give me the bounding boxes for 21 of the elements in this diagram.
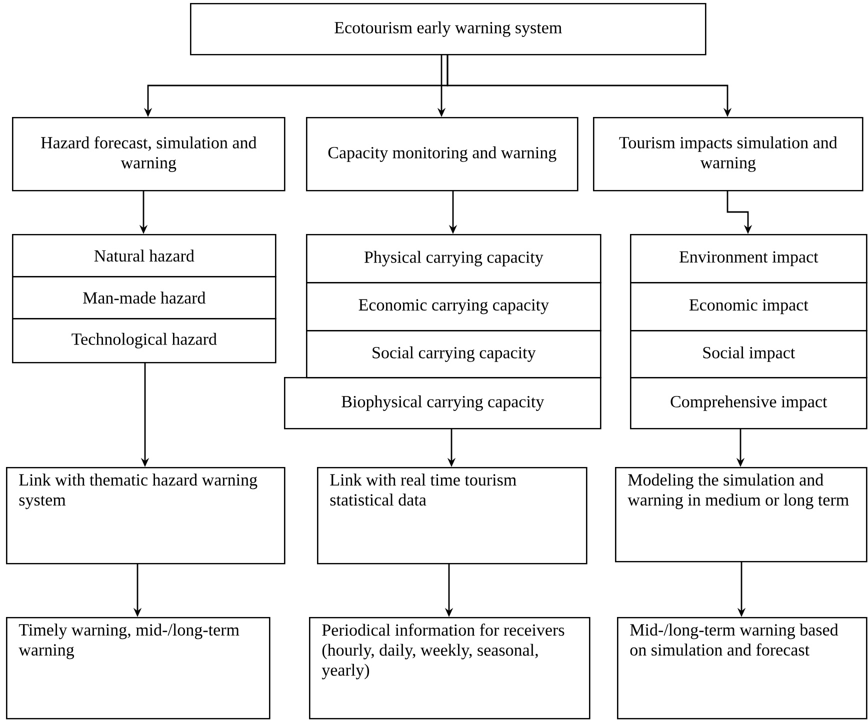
text-box: Man-made hazard [12,276,276,320]
text-box: Natural hazard [12,234,276,278]
text-box: Technological hazard [12,318,276,364]
text-box: Economic impact [630,282,868,332]
text-box: Economic carrying capacity [306,282,602,332]
text-box: Ecotourism early warning system [190,3,706,56]
text-box: Hazard forecast, simulation and warning [12,117,286,192]
text-box: Social carrying capacity [306,330,602,378]
text-box: Environment impact [630,234,868,284]
text-box: Link with thematic hazard warning system [6,467,286,564]
text-box: Comprehensive impact [630,377,868,430]
text-box: Link with real time tourism statistical data [317,467,588,564]
text-box: Periodical information for receivers (hourly, daily, weekly, seasonal, yearly) [309,617,590,720]
text-box: Capacity monitoring and warning [306,117,578,192]
text-box: Modeling the simulation and warning in medium or long term [615,467,868,562]
text-box: Timely warning, mid-/long-term warning [6,617,270,720]
text-box: Biophysical carrying capacity [284,377,602,430]
text-box: Physical carrying capacity [306,234,602,284]
text-box: Mid-/long-term warning based on simulation and forecast [617,617,868,720]
text-box: Tourism impacts simulation and warning [593,117,864,192]
text-box: Social impact [630,330,868,378]
